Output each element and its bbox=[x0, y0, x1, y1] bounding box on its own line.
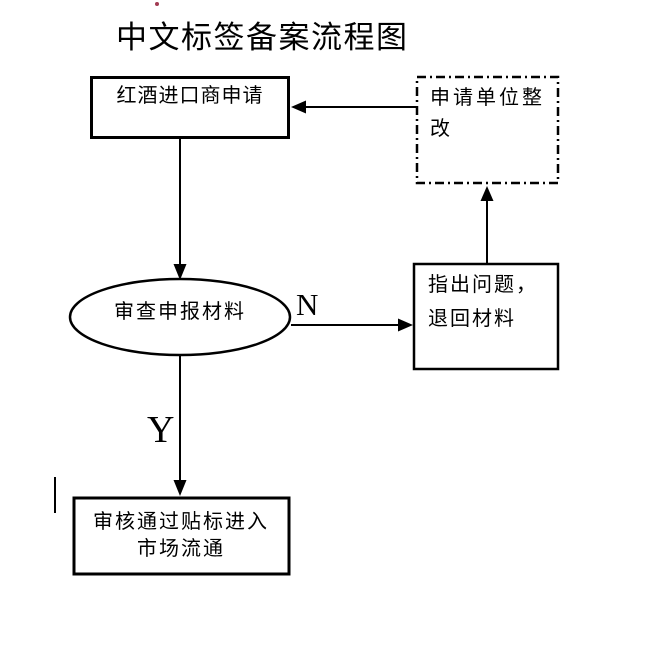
node-label-line2: 改 bbox=[430, 118, 453, 140]
node-market-circulation: 审核通过贴标进入 市场流通 bbox=[73, 509, 289, 563]
arrowhead-up-icon bbox=[480, 186, 494, 201]
arrow-rectification-to-application bbox=[291, 100, 416, 114]
node-label: 红酒进口商申请 bbox=[116, 85, 264, 107]
node-label: 审查申报材料 bbox=[114, 301, 246, 323]
point-out-problems-box bbox=[412, 262, 560, 371]
arrow-problems-to-rectification bbox=[480, 186, 494, 263]
importer-application-box bbox=[90, 76, 290, 139]
stray-red-dot bbox=[155, 2, 159, 6]
arrow-review-to-market bbox=[173, 355, 187, 496]
text-cursor-artifact bbox=[54, 477, 56, 513]
node-review-materials: 审查申报材料 bbox=[70, 299, 290, 326]
diagram-title: 中文标签备案流程图 bbox=[116, 20, 409, 55]
node-importer-application: 红酒进口商申请 bbox=[91, 83, 289, 110]
node-point-out-problems: 指出问题， 退回材料 bbox=[428, 268, 538, 336]
arrowhead-left-icon bbox=[291, 100, 306, 114]
node-label-line1: 申请单位整 bbox=[430, 87, 545, 109]
arrowhead-down-icon bbox=[173, 264, 187, 280]
applicant-rectification-dashdot-box bbox=[415, 75, 560, 185]
node-label-line1: 指出问题， bbox=[428, 274, 538, 296]
branch-label-yes: Y bbox=[147, 409, 175, 451]
arrowhead-down-icon bbox=[173, 480, 187, 496]
market-circulation-box bbox=[72, 496, 291, 576]
arrowhead-right-icon bbox=[398, 318, 413, 332]
arrow-application-to-review bbox=[173, 138, 187, 280]
branch-label-no: N bbox=[296, 287, 319, 322]
node-label-line2: 退回材料 bbox=[428, 308, 516, 330]
node-applicant-rectification: 申请单位整 改 bbox=[430, 83, 545, 145]
node-label-line2: 市场流通 bbox=[137, 538, 225, 560]
arrow-review-to-problems bbox=[291, 318, 413, 332]
node-label-line1: 审核通过贴标进入 bbox=[93, 511, 269, 533]
